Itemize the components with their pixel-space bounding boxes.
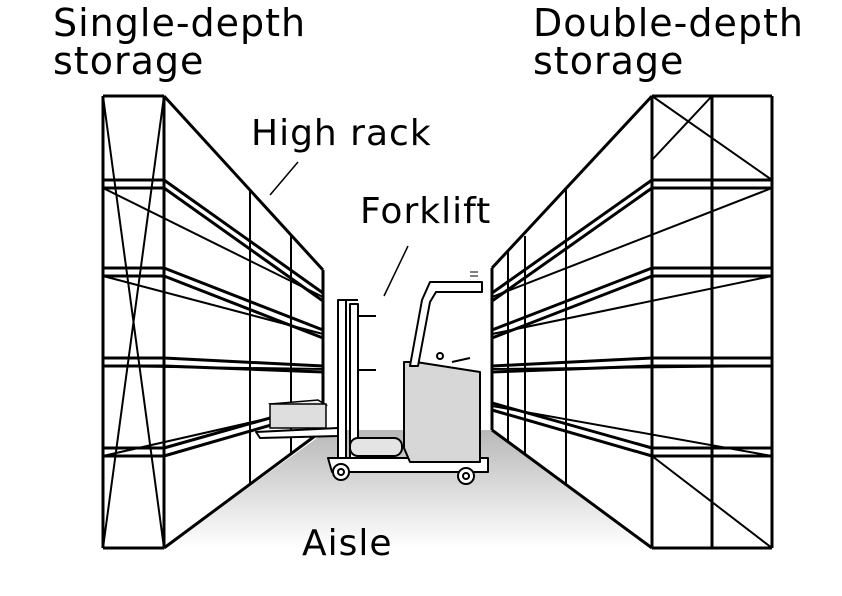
single-depth-label-line2: storage — [53, 39, 205, 83]
forklift-leader-line — [383, 245, 409, 297]
single-depth-label-line1: Single-depth — [53, 1, 307, 45]
pallet-load — [267, 399, 329, 429]
high-rack-label: High rack — [251, 113, 432, 154]
double-depth-label-line2: storage — [533, 39, 685, 83]
aisle-label: Aisle — [302, 523, 393, 564]
double-depth-label-line1: Double-depth — [533, 1, 804, 45]
high-rack-leader-line — [269, 161, 299, 196]
right-high-rack — [490, 94, 774, 550]
aisle-floor — [165, 430, 650, 548]
forklift-vehicle — [255, 271, 489, 485]
forklift-label: Forklift — [360, 191, 492, 232]
